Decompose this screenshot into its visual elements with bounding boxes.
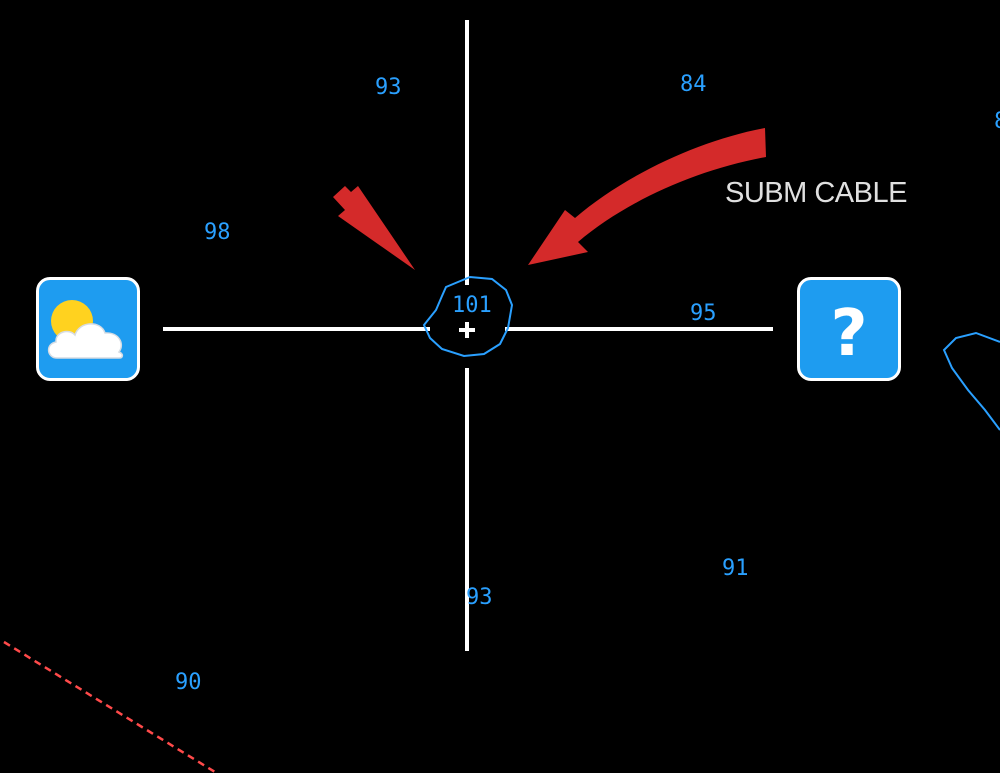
submarine-cable-label: SUBM CABLE — [725, 177, 907, 209]
sounding: 98 — [204, 220, 231, 245]
sounding: 84 — [680, 72, 707, 97]
sounding: 95 — [690, 301, 717, 326]
submarine-cable-line — [3, 640, 216, 773]
sounding: 8 — [994, 109, 1000, 134]
sounding: 93 — [466, 585, 493, 610]
depth-contour-shoal — [422, 275, 514, 358]
annotation-arrow-right — [528, 128, 766, 265]
crosshair — [163, 20, 773, 651]
weather-partly-cloudy-icon — [47, 300, 124, 359]
sounding: 93 — [375, 75, 402, 100]
crosshair-center-marker — [459, 322, 475, 338]
help-glyph: ? — [830, 297, 867, 371]
help-button[interactable]: ? — [797, 277, 901, 381]
depth-contour-right — [942, 331, 1000, 431]
sounding: 101 — [452, 293, 492, 318]
sounding: 91 — [722, 556, 749, 581]
sounding: 90 — [175, 670, 202, 695]
annotation-arrow-left — [333, 186, 415, 270]
question-mark-icon: ? — [830, 297, 867, 371]
weather-button[interactable] — [36, 277, 140, 381]
